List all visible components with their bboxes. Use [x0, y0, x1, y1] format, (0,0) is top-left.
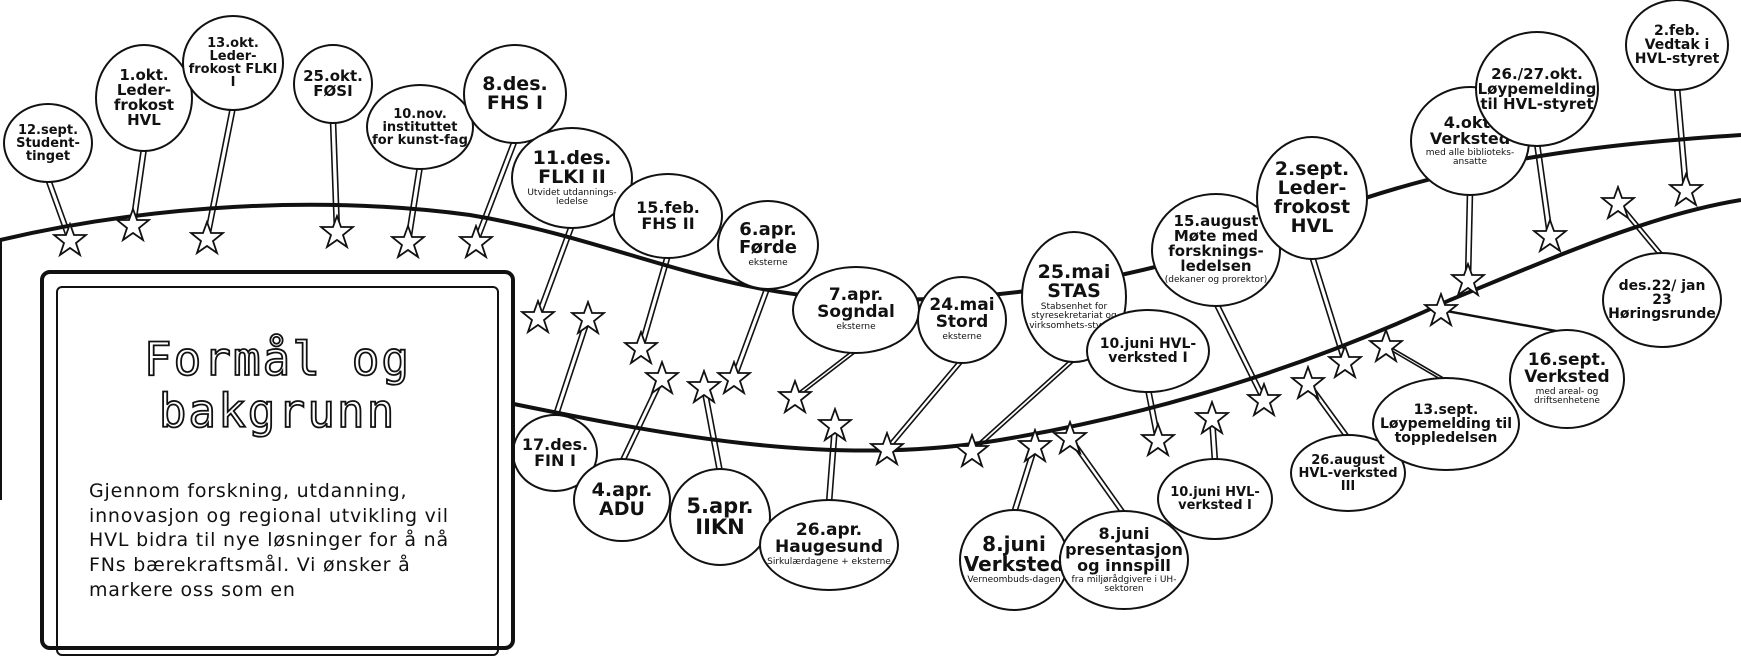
connector-line: [205, 107, 231, 238]
milestone-title: 6.apr. Førde: [723, 221, 813, 257]
milestone-fosi: 25.okt. FØSI: [293, 44, 373, 124]
milestone-title: 10.juni HVL-verksted I: [1092, 337, 1204, 365]
milestone-fhs2: 15.feb. FHS II: [613, 173, 723, 259]
milestone-title: 8.juni Verksted: [964, 534, 1064, 574]
star-icon: [1140, 422, 1176, 458]
milestone-subtitle: med areal- og driftsenhetene: [1515, 388, 1619, 407]
panel-title: Formål og bakgrunn: [44, 334, 511, 437]
milestone-hvl-verksted-10juni-b: 10.juni HVL-verksted I: [1157, 458, 1273, 540]
star-icon: [1423, 292, 1459, 328]
milestone-forde: 6.apr. Førde eksterne: [717, 200, 819, 290]
milestone-toppledelsen: 13.sept. Løypemelding til toppledelsen: [1372, 377, 1520, 471]
milestone-title: 26.apr. Haugesund: [765, 522, 893, 556]
star-icon: [817, 407, 853, 443]
milestone-title: 25.mai STAS: [1027, 263, 1121, 301]
milestone-title: 7.apr. Sogndal: [798, 287, 914, 321]
milestone-title: 8.juni presentasjon og innspill: [1065, 526, 1183, 574]
milestone-subtitle: eksterne: [942, 333, 981, 342]
milestone-title: 13.okt. Leder-frokost FLKI I: [188, 37, 278, 89]
milestone-subtitle: (dekaner og prorektor): [1165, 276, 1267, 285]
milestone-subtitle: Verneombuds-dagen: [967, 576, 1060, 585]
milestone-title: 5.apr. IIKN: [675, 496, 765, 538]
milestone-lederfrokost-hvl-1: 1.okt. Leder-frokost HVL: [95, 44, 193, 152]
star-icon: [1368, 328, 1404, 364]
milestone-verksted-16sept: 16.sept. Verksted med areal- og driftsenh…: [1509, 329, 1625, 429]
star-icon: [520, 299, 556, 335]
milestone-title: 10.nov. instituttet for kunst-fag: [372, 108, 468, 147]
milestone-hvl-verksted-10juni-a: 10.juni HVL-verksted I: [1086, 309, 1210, 393]
milestone-haugesund: 26.apr. HaugesundSirkulærdagene + ekster…: [759, 499, 899, 591]
star-icon: [1600, 185, 1636, 221]
star-icon: [1532, 218, 1568, 254]
star-icon: [1290, 365, 1326, 401]
milestone-title: 10.juni HVL-verksted I: [1163, 486, 1267, 512]
star-icon: [390, 224, 426, 260]
milestone-title: 2.feb. Vedtak i HVL-styret: [1631, 24, 1723, 66]
milestone-title: 8.des. FHS I: [469, 75, 561, 113]
milestone-subtitle: eksterne: [836, 323, 875, 332]
milestone-stord: 24.mai Stord eksterne: [917, 276, 1007, 364]
star-icon: [1052, 420, 1088, 456]
star-icon: [1246, 382, 1282, 418]
milestone-subtitle: Utvidet utdannings-ledelse: [517, 189, 627, 208]
star-icon: [954, 433, 990, 469]
milestone-title: 26./27.okt. Løypemelding til HVL-styret: [1478, 67, 1597, 112]
milestone-title: 25.okt. FØSI: [299, 69, 367, 99]
purpose-panel: Formål og bakgrunn Gjennom forskning, ut…: [40, 270, 515, 650]
star-icon: [52, 222, 88, 258]
milestone-title: 24.mai Stord: [923, 297, 1001, 331]
connector-line: [1444, 310, 1570, 333]
star-icon: [189, 220, 225, 256]
milestone-title: 12.sept. Student-tinget: [9, 124, 87, 163]
star-icon: [115, 207, 151, 243]
connector-line: [210, 107, 236, 238]
milestone-title: 1.okt. Leder-frokost HVL: [101, 68, 187, 128]
star-icon: [777, 379, 813, 415]
milestone-title: 26.august HVL-verksted III: [1296, 454, 1400, 493]
milestone-lederfrokost-flki: 13.okt. Leder-frokost FLKI I: [182, 15, 284, 111]
milestone-adu: 4.apr. ADU: [573, 458, 671, 542]
milestone-loypemelding-styret: 26./27.okt. Løypemelding til HVL-styret: [1475, 31, 1599, 147]
milestone-title: des.22/ jan 23 Høringsrunde: [1608, 279, 1716, 321]
star-icon: [716, 360, 752, 396]
milestone-title: 11.des. FLKI II: [517, 149, 627, 187]
star-icon: [458, 224, 494, 260]
milestone-subtitle: eksterne: [748, 259, 787, 268]
milestone-subtitle: Sirkulærdagene + eksterne: [767, 558, 891, 567]
milestone-title: 16.sept. Verksted: [1515, 352, 1619, 386]
panel-body: Gjennom forskning, utdanning, innovasjon…: [89, 479, 491, 602]
milestone-title: 15.august Møte med forsknings-ledelsen: [1157, 214, 1275, 274]
milestone-subtitle: fra miljørådgivere i UH-sektoren: [1065, 576, 1183, 595]
star-icon: [319, 214, 355, 250]
milestone-title: 17.des. FIN I: [518, 437, 592, 469]
milestone-title: 15.feb. FHS II: [619, 200, 717, 232]
milestone-kunstfag: 10.nov. instituttet for kunst-fag: [366, 84, 474, 170]
milestone-horingsrunde: des.22/ jan 23 Høringsrunde: [1602, 252, 1722, 348]
star-icon: [1194, 400, 1230, 436]
milestone-lederfrokost-hvl-2: 2.sept. Leder-frokost HVL: [1256, 136, 1368, 260]
star-icon: [1017, 428, 1053, 464]
star-icon: [644, 360, 680, 396]
milestone-vedtak: 2.feb. Vedtak i HVL-styret: [1625, 0, 1729, 91]
star-icon: [570, 300, 606, 336]
milestone-title: 13.sept. Løypemelding til toppledelsen: [1378, 403, 1514, 445]
milestone-title: 2.sept. Leder-frokost HVL: [1262, 160, 1362, 236]
star-icon: [869, 431, 905, 467]
milestone-iikn: 5.apr. IIKN: [669, 468, 771, 566]
milestone-subtitle: med alle biblioteks-ansatte: [1416, 149, 1524, 168]
star-icon: [1668, 172, 1704, 208]
timeline-diagram: 12.sept. Student-tinget 1.okt. Leder-frok…: [0, 0, 1741, 620]
milestone-title: 4.apr. ADU: [579, 481, 665, 519]
star-icon: [1327, 344, 1363, 380]
milestone-studenttinget: 12.sept. Student-tinget: [3, 103, 93, 183]
milestone-sogndal: 7.apr. Sogndal eksterne: [792, 266, 920, 354]
